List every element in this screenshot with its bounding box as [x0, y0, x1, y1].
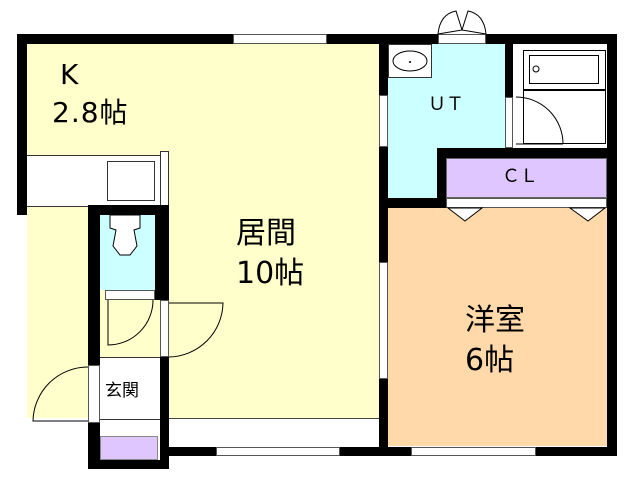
utility-label: ＵＴ [428, 94, 464, 115]
living-size: 10帖 [236, 256, 305, 291]
living-door-frame [160, 300, 169, 357]
wall-living-divider [379, 44, 388, 456]
wall-top-left [17, 34, 233, 44]
wall-closet-left [437, 148, 446, 208]
hall-floor [100, 300, 160, 357]
wall-top-mid [327, 34, 438, 44]
window-top-utility [438, 34, 486, 44]
entrance-floor [100, 357, 160, 420]
toilet-door-frame [105, 290, 155, 300]
wall-utility-bottom [379, 198, 446, 208]
opening-living-utility [379, 95, 388, 147]
entrance-door-swing-icon [32, 366, 89, 422]
utility-floor-lower [388, 148, 437, 198]
opening-living-western [379, 262, 388, 379]
shower-area [523, 90, 606, 144]
living-kitchen-floor [27, 44, 379, 418]
faucet-icon [532, 65, 540, 73]
bath-door-frame [505, 97, 513, 148]
wall-entrance-right [160, 357, 169, 465]
wall-toilet-right [155, 205, 169, 300]
closet-door-icon [446, 207, 607, 222]
living-label: 居間 [236, 216, 296, 251]
western-size: 6帖 [465, 343, 515, 378]
wall-kitchen-bottom [88, 205, 169, 215]
closet-label: ＣＬ [502, 166, 538, 187]
sink [107, 161, 155, 201]
bath-door-swing-icon [515, 96, 564, 145]
wall-bottom-entrance [88, 460, 169, 469]
wall-bottom-right [536, 447, 617, 456]
wall-utility-bath [505, 44, 513, 98]
closet-floor [446, 158, 607, 198]
wall-bottom-mid [340, 447, 411, 456]
closet-door-track [446, 198, 607, 208]
toilet-icon [109, 214, 141, 256]
window-bottom-western [411, 447, 536, 456]
window-bottom-living [216, 447, 340, 456]
kitchen-label: K [60, 58, 79, 91]
wall-top-right [486, 34, 617, 44]
wall-bottom-left [160, 447, 216, 456]
wall-left [17, 34, 27, 215]
toilet-door-swing-icon [107, 299, 154, 346]
wall-right [607, 34, 617, 456]
entrance-door-frame [88, 365, 100, 423]
bathtub-inner [529, 55, 599, 84]
western-label: 洋室 [465, 303, 525, 338]
utility-door-icon [437, 10, 487, 35]
kitchen-size: 2.8帖 [52, 96, 129, 129]
western-room-floor [388, 208, 607, 446]
window-top-living [233, 34, 327, 44]
wall-bath-bottom [437, 148, 617, 158]
living-door-swing-icon [168, 302, 224, 358]
shoe-cabinet [100, 436, 158, 460]
entrance-label: 玄関 [105, 381, 139, 401]
